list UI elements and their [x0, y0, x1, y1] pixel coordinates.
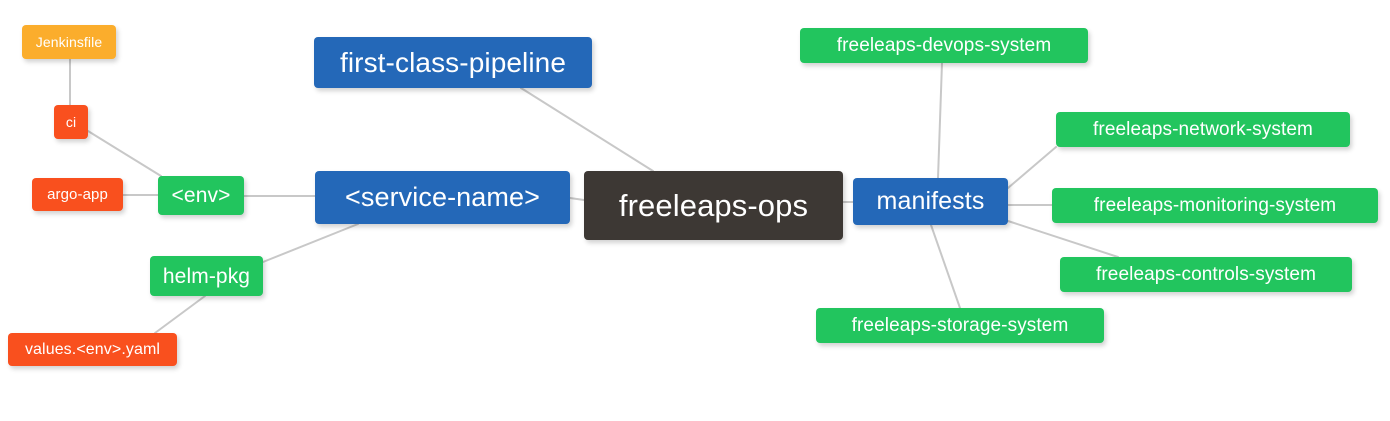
node-freeleaps-controls-system[interactable]: freeleaps-controls-system [1060, 257, 1352, 292]
edge-manifests-storage [930, 224, 961, 309]
node-label-service-name: <service-name> [345, 182, 540, 212]
node-label-freeleaps-controls-system: freeleaps-controls-system [1095, 264, 1317, 285]
edge-manifests-network [1007, 146, 1057, 189]
node-label-manifests: manifests [876, 187, 985, 215]
node-env[interactable]: <env> [158, 176, 244, 215]
edge-manifests-devops [937, 62, 943, 179]
node-label-freeleaps-storage-system: freeleaps-storage-system [851, 315, 1069, 336]
node-argo-app[interactable]: argo-app [32, 178, 123, 211]
node-freeleaps-monitoring-system[interactable]: freeleaps-monitoring-system [1052, 188, 1378, 223]
node-manifests[interactable]: manifests [853, 178, 1008, 225]
node-helm-pkg[interactable]: helm-pkg [150, 256, 263, 296]
node-label-first-class-pipeline: first-class-pipeline [339, 46, 567, 78]
edge-helmpkg-servicename [262, 223, 359, 263]
node-label-freeleaps-network-system: freeleaps-network-system [1093, 119, 1313, 140]
node-label-freeleaps-ops: freeleaps-ops [618, 188, 809, 223]
node-freeleaps-network-system[interactable]: freeleaps-network-system [1056, 112, 1350, 147]
edge-servicename-ops [569, 197, 585, 201]
node-label-helm-pkg: helm-pkg [162, 264, 251, 288]
node-label-values-yaml: values.<env>.yaml [24, 340, 161, 358]
edge-pipeline-ops [520, 87, 654, 172]
node-label-env: <env> [171, 184, 231, 207]
node-first-class-pipeline[interactable]: first-class-pipeline [314, 37, 592, 88]
node-label-freeleaps-devops-system: freeleaps-devops-system [836, 35, 1052, 56]
node-values-yaml[interactable]: values.<env>.yaml [8, 333, 177, 366]
node-ci[interactable]: ci [54, 105, 88, 139]
node-freeleaps-ops[interactable]: freeleaps-ops [584, 171, 843, 240]
edge-ci-env [87, 130, 162, 177]
node-label-jenkinsfile: Jenkinsfile [35, 34, 103, 50]
edge-manifests-controls [1007, 220, 1119, 258]
node-freeleaps-devops-system[interactable]: freeleaps-devops-system [800, 28, 1088, 63]
edge-valuesyaml-helmpkg [154, 295, 206, 334]
node-label-freeleaps-monitoring-system: freeleaps-monitoring-system [1093, 195, 1337, 216]
node-service-name[interactable]: <service-name> [315, 171, 570, 224]
node-label-argo-app: argo-app [47, 186, 108, 203]
node-label-ci: ci [65, 114, 77, 130]
node-jenkinsfile[interactable]: Jenkinsfile [22, 25, 116, 59]
node-freeleaps-storage-system[interactable]: freeleaps-storage-system [816, 308, 1104, 343]
